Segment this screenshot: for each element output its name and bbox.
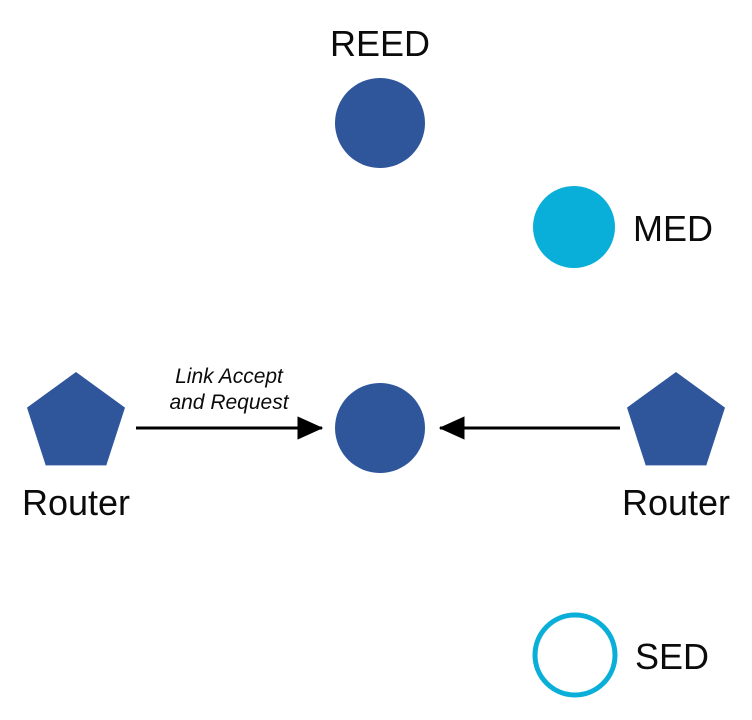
router-right-pentagon-shape <box>627 372 725 466</box>
edge-left-label-line-2: and Request <box>169 391 289 414</box>
sed-circle-shape <box>532 612 618 698</box>
leader-circle-shape <box>335 383 425 473</box>
router-left-pentagon-shape <box>27 372 125 466</box>
med-circle-shape <box>533 186 615 268</box>
edge-router-left-to-leader[interactable]: Link Accept and Request <box>136 365 324 440</box>
node-router-left[interactable]: Router <box>22 372 130 523</box>
edge-left-label-line-1: Link Accept <box>175 365 284 388</box>
node-leader[interactable] <box>335 383 425 473</box>
med-label: MED <box>633 208 713 249</box>
node-sed[interactable]: SED <box>532 612 709 698</box>
node-router-right[interactable]: Router <box>622 372 730 523</box>
sed-label: SED <box>635 636 709 677</box>
node-reed[interactable]: REED <box>330 23 430 168</box>
reed-label: REED <box>330 23 430 64</box>
router-left-label: Router <box>22 482 130 523</box>
router-right-label: Router <box>622 482 730 523</box>
reed-circle-shape <box>335 78 425 168</box>
node-med[interactable]: MED <box>533 186 713 268</box>
